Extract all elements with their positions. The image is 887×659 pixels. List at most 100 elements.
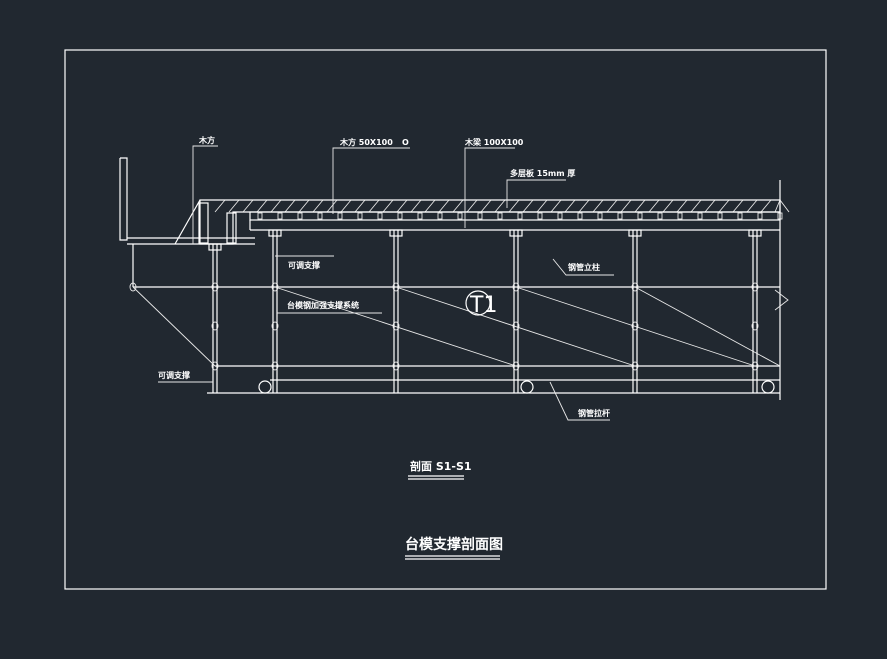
batten-section <box>337 212 343 220</box>
hatch-line <box>424 199 436 213</box>
batten-section <box>657 212 663 220</box>
batten-section <box>457 212 463 220</box>
tag-text: T1 <box>469 293 497 318</box>
coupler <box>392 282 400 292</box>
hatch-line <box>760 199 772 213</box>
hatch-line <box>382 199 394 213</box>
coupler <box>631 361 639 371</box>
drawing-title-text: 台模支撑剖面图 <box>405 536 503 553</box>
coupler <box>211 361 219 371</box>
coupler <box>512 321 520 331</box>
hatch-line <box>242 199 254 213</box>
hatch-line <box>704 199 716 213</box>
hatch-line <box>718 199 730 213</box>
batten-section <box>477 212 483 220</box>
coupler <box>392 361 400 371</box>
label-adjustable-support-bottom: 可调支撑 <box>158 370 190 380</box>
batten-section <box>517 212 523 220</box>
coupler <box>512 282 520 292</box>
batten-section <box>437 212 443 220</box>
section-label-text: 剖面 S1-S1 <box>410 459 472 473</box>
hatch-line <box>634 199 646 213</box>
diagonal-brace <box>395 286 636 367</box>
caster-wheel <box>258 380 272 394</box>
hatch-line <box>592 199 604 213</box>
hatch-line <box>298 199 310 213</box>
hatch-line <box>690 199 702 213</box>
hatch-line <box>606 199 618 213</box>
hatch-line <box>368 199 380 213</box>
label-wood-beam: 木梁 100X100 <box>464 137 524 147</box>
hatch-line <box>536 199 548 213</box>
hatch-line <box>312 199 324 213</box>
batten-section <box>417 212 423 220</box>
coupler <box>512 361 520 371</box>
label-steel-pipe-tie: 钢管拉杆 <box>578 408 610 418</box>
hatch-line <box>340 199 352 213</box>
coupler <box>751 282 759 292</box>
coupler <box>129 282 137 292</box>
adjustable-head <box>268 229 282 237</box>
hatch-line <box>214 199 226 213</box>
batten-section <box>377 212 383 220</box>
coupler <box>271 282 279 292</box>
batten-section <box>537 212 543 220</box>
hatch-line <box>774 199 781 213</box>
batten-section <box>557 212 563 220</box>
hatch-line <box>354 199 366 213</box>
hatch-line <box>256 199 268 213</box>
coupler <box>271 321 279 331</box>
diagonal-brace <box>274 286 517 367</box>
batten-section <box>737 212 743 220</box>
diagonal-brace <box>634 286 781 367</box>
hatch-line <box>564 199 576 213</box>
batten-section <box>297 212 303 220</box>
batten-section <box>677 212 683 220</box>
hatch-line <box>732 199 744 213</box>
hatch-line <box>676 199 688 213</box>
coupler <box>271 361 279 371</box>
hatch-line <box>326 199 338 213</box>
batten-section <box>597 212 603 220</box>
coupler <box>392 321 400 331</box>
batten-section <box>717 212 723 220</box>
scaffold-frame <box>129 229 781 394</box>
adjustable-head <box>389 229 403 237</box>
label-adjustable-support-top: 可调支撑 <box>288 260 320 270</box>
caster-wheel <box>761 380 775 394</box>
hatch-line <box>662 199 674 213</box>
drawing-frame <box>64 49 827 590</box>
batten-section <box>617 212 623 220</box>
label-wood-batten-size: 木方 50X100 <box>339 137 393 147</box>
batten-section <box>637 212 643 220</box>
left-wall-edge <box>119 157 255 245</box>
coupler <box>631 282 639 292</box>
label-plywood: 多层板 15mm 厚 <box>510 168 575 178</box>
batten-section <box>577 212 583 220</box>
adjustable-head <box>628 229 642 237</box>
label-steel-pipe-column: 钢管立柱 <box>568 262 600 272</box>
annotation-labels: 木方 木方 50X100 O 木梁 100X100 多层板 15mm 厚 可调支… <box>158 135 610 418</box>
hatch-line <box>410 199 422 213</box>
slab-deck <box>174 180 790 400</box>
hatch-line <box>270 199 282 213</box>
label-batten-mark: O <box>402 138 409 147</box>
coupler <box>751 321 759 331</box>
coupler <box>631 321 639 331</box>
batten-section <box>497 212 503 220</box>
coupler <box>751 361 759 371</box>
hatch-line <box>522 199 534 213</box>
coupler <box>211 282 219 292</box>
batten-section <box>257 212 263 220</box>
hatch-line <box>480 199 492 213</box>
hatch-line <box>494 199 506 213</box>
batten-section <box>697 212 703 220</box>
batten-section <box>397 212 403 220</box>
diagonal-brace <box>515 286 756 367</box>
adjustable-head <box>208 243 222 251</box>
hatch-line <box>578 199 590 213</box>
label-wood-batten: 木方 <box>198 135 215 145</box>
hatch-line <box>648 199 660 213</box>
coupler <box>211 321 219 331</box>
